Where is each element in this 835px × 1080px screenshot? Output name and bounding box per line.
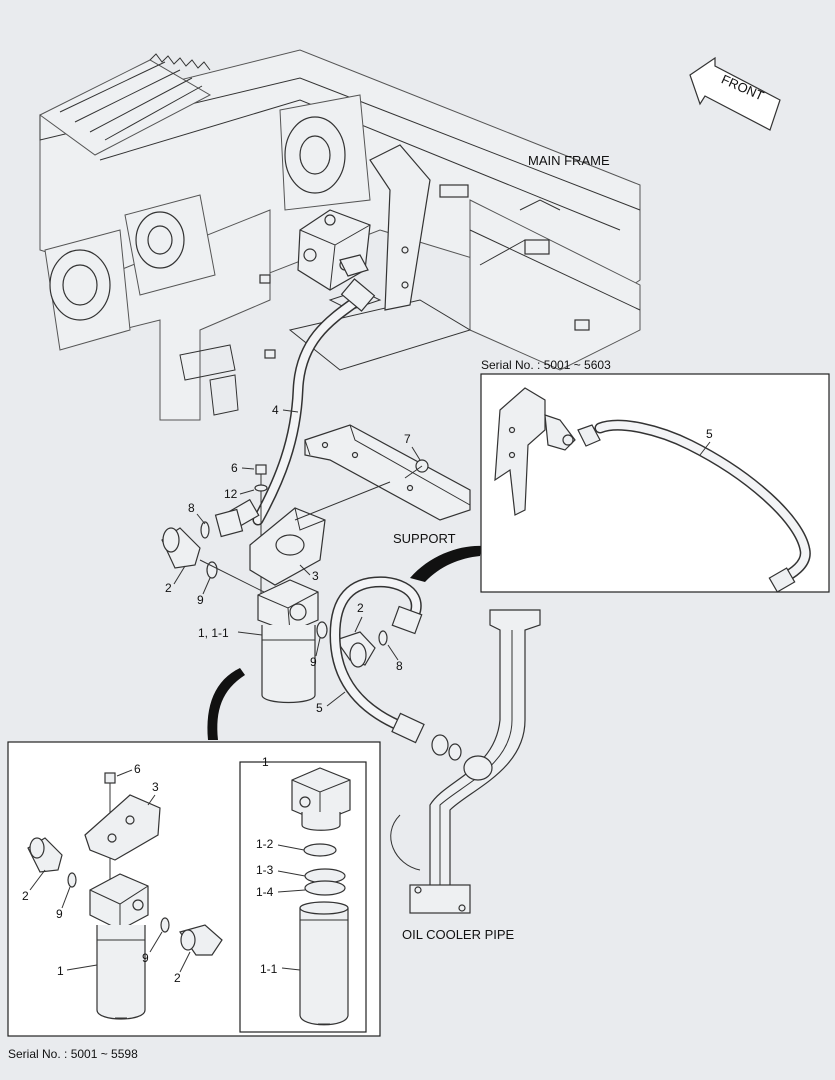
inset-bottom-serial: Serial No. : 5001 ~ 5598 — [8, 1047, 138, 1061]
support-label: SUPPORT — [393, 531, 456, 546]
hose-4 — [226, 278, 376, 530]
inset-bottom-left: Serial No. : 5001 ~ 5598 6 3 2 9 1 9 — [7, 741, 381, 1061]
oring-9-left — [206, 561, 218, 579]
main-frame-structure — [39, 49, 641, 421]
inset-b-callout-2-left: 2 — [22, 889, 29, 903]
valve-block — [297, 209, 371, 291]
inset-top-serial: Serial No. : 5001 ~ 5603 — [481, 358, 611, 372]
detail-callout-1: 1 — [262, 755, 269, 769]
inset-b-callout-3: 3 — [152, 780, 159, 794]
oil-cooler-pipe-label: OIL COOLER PIPE — [402, 927, 515, 942]
callout-8-right: 8 — [396, 659, 403, 673]
curved-arrow-to-top-inset — [410, 545, 482, 582]
callout-9-right: 9 — [310, 655, 317, 669]
elbow-2-right — [335, 631, 376, 668]
detail-callout-1-2: 1-2 — [256, 837, 274, 851]
callout-12: 12 — [224, 487, 238, 501]
inset-top-right: Serial No. : 5001 ~ 5603 — [480, 358, 830, 593]
hose-5 — [329, 576, 462, 761]
elbow-2-left — [161, 527, 201, 569]
inset-b-callout-9-right: 9 — [142, 951, 149, 965]
oring-9-right — [316, 621, 328, 639]
detail-callout-1-4: 1-4 — [256, 885, 274, 899]
fitting-8-left — [200, 508, 244, 539]
inset-b-callout-2-right: 2 — [174, 971, 181, 985]
callout-4: 4 — [272, 403, 279, 417]
frame-boss-mid — [124, 194, 216, 296]
callout-3: 3 — [312, 569, 319, 583]
frame-boss-right — [279, 94, 371, 211]
front-arrow: FRONT — [689, 56, 781, 131]
callout-6: 6 — [231, 461, 238, 475]
callout-9-left: 9 — [197, 593, 204, 607]
frame-boss-left — [44, 229, 131, 351]
inset-b-callout-9-left: 9 — [56, 907, 63, 921]
oil-cooler-pipe — [390, 609, 541, 914]
callout-7: 7 — [404, 432, 411, 446]
callout-5-inset: 5 — [706, 427, 713, 441]
filter-assembly — [257, 579, 319, 704]
main-frame-label: MAIN FRAME — [528, 153, 610, 168]
bolt-7 — [404, 459, 429, 479]
detail-callout-1-3: 1-3 — [256, 863, 274, 877]
oring-8-right — [378, 630, 388, 646]
inset-b-callout-6: 6 — [134, 762, 141, 776]
callout-8-left: 8 — [188, 501, 195, 515]
callout-5-main: 5 — [316, 701, 323, 715]
bracket-3 — [249, 507, 326, 586]
callout-2-left: 2 — [165, 581, 172, 595]
curved-arrow-to-bottom-inset — [207, 668, 245, 740]
callout-2-right: 2 — [357, 601, 364, 615]
inset-b-callout-1: 1 — [57, 964, 64, 978]
callout-1-1-1: 1, 1-1 — [198, 626, 229, 640]
detail-callout-1-1: 1-1 — [260, 962, 278, 976]
washer-12 — [254, 484, 268, 492]
support-bracket — [304, 424, 471, 521]
